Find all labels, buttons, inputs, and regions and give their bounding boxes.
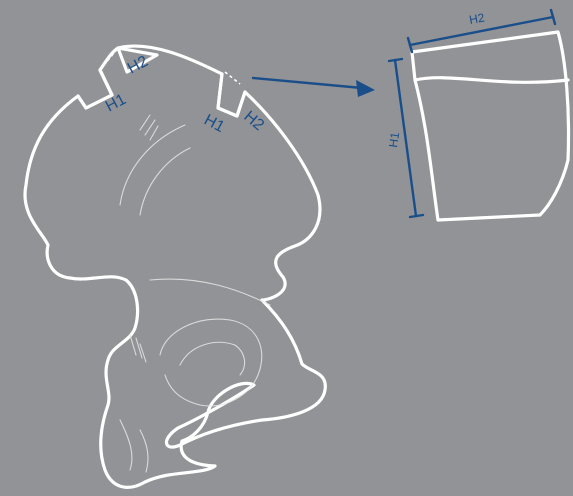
transfer-arrow: [253, 78, 375, 97]
arcuate-line: [150, 279, 270, 305]
left-notch-h1-label: H1: [103, 91, 129, 116]
left-notch-h2-label: H2: [125, 53, 151, 78]
iliac-fossa-line: [120, 125, 185, 205]
acetabulum-rim: [160, 319, 262, 406]
bone-graft: H2 H1: [386, 10, 568, 220]
hatch-mark: [140, 115, 158, 140]
iliac-crest-outline: [25, 46, 325, 487]
ischium-line: [120, 420, 132, 470]
right-notch-labels: H1 H2: [201, 108, 267, 136]
right-notch-h1-label: H1: [201, 112, 227, 137]
hip-bone: [25, 46, 325, 487]
graft-outline: [412, 32, 569, 220]
arrow-shaft: [253, 78, 362, 88]
hatch-mark: [130, 335, 146, 362]
iliac-fossa-line: [140, 148, 190, 215]
graft-height-label: H1: [386, 131, 402, 148]
graft-width-label: H2: [468, 10, 486, 27]
left-notch-labels: H2 H1: [103, 53, 151, 116]
graft-height-tick-top: [389, 59, 402, 61]
graft-top-edge: [415, 78, 568, 83]
right-notch-dashed-edge: [225, 72, 240, 84]
ischium-line: [140, 430, 148, 472]
right-notch-cut: [218, 74, 245, 116]
graft-height-tick-bottom: [410, 215, 423, 217]
acetabulum-inner: [180, 342, 245, 375]
arrow-head: [356, 80, 375, 97]
